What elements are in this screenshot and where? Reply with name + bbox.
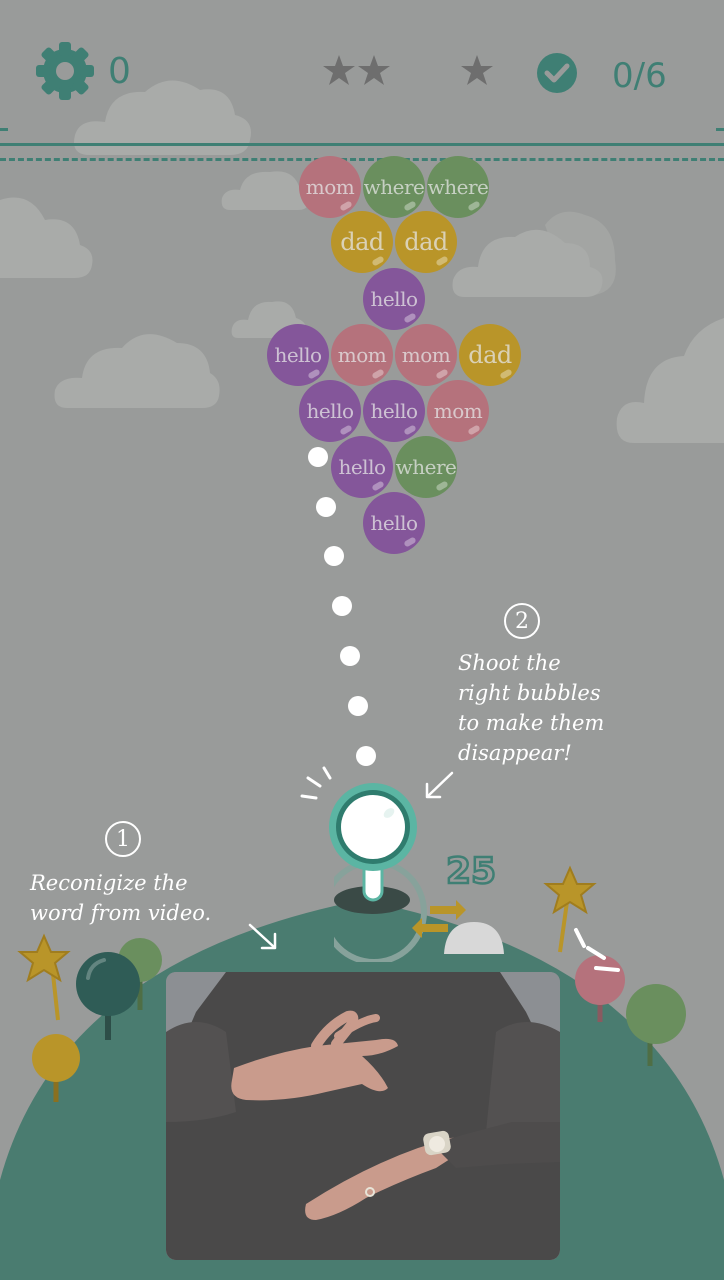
- cloud-decoration: [0, 197, 93, 278]
- step2-instruction: Shoot the right bubbles to make them dis…: [458, 651, 605, 765]
- two-star-icon: [323, 55, 390, 85]
- arrow-icon: [248, 923, 277, 950]
- bubble: hello: [363, 268, 425, 330]
- ceiling-line: [0, 143, 724, 146]
- aim-dot: [308, 447, 328, 467]
- bubble: where: [363, 156, 425, 218]
- cloud-decoration: [74, 80, 251, 155]
- cloud-decoration: [54, 334, 220, 408]
- bubble: hello: [331, 436, 393, 498]
- bubble: mom: [299, 156, 361, 218]
- bubble: mom: [395, 324, 457, 386]
- bubble: dad: [459, 324, 521, 386]
- shots-remaining: 25: [445, 850, 498, 893]
- spark-lines: [300, 766, 332, 800]
- gear-icon[interactable]: [34, 40, 96, 102]
- aim-dot: [348, 696, 368, 716]
- bubble: hello: [267, 324, 329, 386]
- check-circle-icon: [537, 53, 577, 93]
- bubble: mom: [427, 380, 489, 442]
- bubble: where: [395, 436, 457, 498]
- bubble: hello: [363, 380, 425, 442]
- aim-dot: [332, 596, 352, 616]
- bubble: dad: [395, 211, 457, 273]
- progress-label: 0/6: [612, 56, 667, 96]
- trees-left: [17, 933, 162, 1102]
- aim-dot: [316, 497, 336, 517]
- step-number-badge: 1: [105, 821, 141, 857]
- aim-dot: [324, 546, 344, 566]
- danger-line: [0, 158, 724, 161]
- divider-tick: [716, 128, 724, 131]
- aim-dot: [356, 746, 376, 766]
- trees-right: [543, 865, 686, 1066]
- cloud-decoration: [452, 211, 616, 297]
- signer-figure: [166, 972, 560, 1260]
- bubble: where: [427, 156, 489, 218]
- bubble: dad: [331, 211, 393, 273]
- score-label: 0: [108, 51, 131, 92]
- cloud-decoration: [616, 318, 724, 443]
- arrow-icon: [425, 771, 454, 799]
- aim-dot: [340, 646, 360, 666]
- sign-video[interactable]: [166, 972, 560, 1260]
- step1-instruction: Reconigize the word from video.: [30, 871, 212, 925]
- bubble-launcher[interactable]: [326, 780, 420, 904]
- cloud-decoration: [221, 171, 309, 210]
- divider-tick: [0, 128, 8, 131]
- bubble: hello: [299, 380, 361, 442]
- bubble: hello: [363, 492, 425, 554]
- one-star-icon: [461, 55, 493, 85]
- bubble: mom: [331, 324, 393, 386]
- step-number-badge: 2: [504, 603, 540, 639]
